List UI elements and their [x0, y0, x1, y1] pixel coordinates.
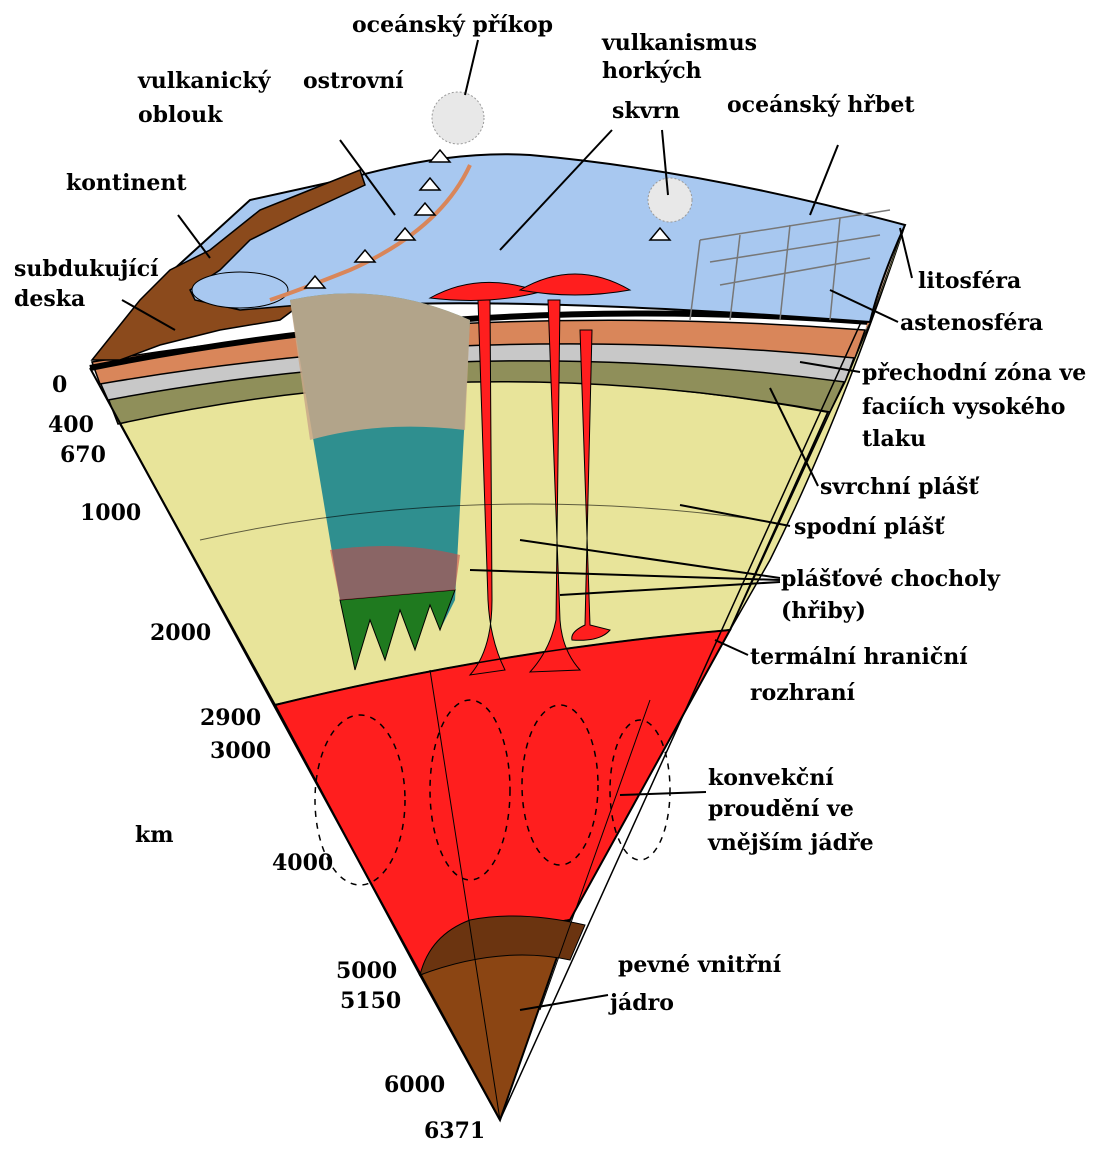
label-plumes-1: plášťové chocholy	[781, 566, 1001, 592]
label-transition-1: přechodní zóna ve	[862, 360, 1086, 386]
depth-6371: 6371	[424, 1118, 485, 1144]
label-subducting-2: deska	[14, 286, 85, 312]
hotspot-smoke	[648, 178, 692, 222]
inland-lake	[192, 272, 288, 308]
depth-4000: 4000	[272, 850, 333, 876]
trench-smoke	[432, 92, 484, 144]
label-inner-core-1: pevné vnitřní	[618, 952, 782, 978]
label-convection-1: konvekční	[708, 765, 834, 791]
label-thermal-1: termální hraniční	[750, 644, 968, 670]
label-asthenosphere: astenosféra	[900, 310, 1043, 336]
label-continent: kontinent	[66, 170, 187, 196]
label-thermal-2: rozhraní	[750, 680, 856, 706]
label-inner-core-2: jádro	[608, 990, 674, 1016]
depth-0: 0	[52, 372, 67, 398]
label-lithosphere: litosféra	[918, 268, 1021, 294]
depth-5000: 5000	[336, 958, 397, 984]
depth-5150: 5150	[340, 988, 401, 1014]
label-upper-mantle: svrchní plášť	[820, 474, 980, 500]
label-volcanic-arc-2: ostrovní	[303, 68, 404, 94]
label-convection-3: vnějším jádře	[707, 830, 874, 856]
label-lower-mantle: spodní plášť	[794, 514, 945, 540]
label-plumes-2: (hřiby)	[781, 598, 866, 624]
label-transition-3: tlaku	[862, 426, 926, 452]
label-convection-2: proudění ve	[708, 796, 854, 822]
depth-2900: 2900	[200, 705, 261, 731]
label-volcanic-arc-1: vulkanický	[137, 68, 272, 94]
label-unit-km: km	[135, 822, 174, 848]
label-subducting-1: subdukující	[14, 256, 159, 282]
depth-400: 400	[48, 412, 94, 438]
slab-upper-speckle	[290, 293, 470, 440]
label-transition-2: faciích vysokého	[862, 394, 1065, 420]
label-ocean-ridge: oceánský hřbet	[727, 92, 915, 118]
depth-6000: 6000	[384, 1072, 445, 1098]
label-hotspot-1: vulkanismus	[601, 30, 757, 56]
label-hotspot-3: skvrn	[612, 98, 680, 124]
label-volcanic-arc-3: oblouk	[138, 102, 223, 128]
lower-mantle-region	[118, 380, 828, 705]
label-hotspot-2: horkých	[602, 58, 702, 84]
depth-3000: 3000	[210, 738, 271, 764]
depth-670: 670	[60, 442, 106, 468]
depth-2000: 2000	[150, 620, 211, 646]
label-ocean-trench: oceánský příkop	[352, 12, 553, 38]
depth-1000: 1000	[80, 500, 141, 526]
